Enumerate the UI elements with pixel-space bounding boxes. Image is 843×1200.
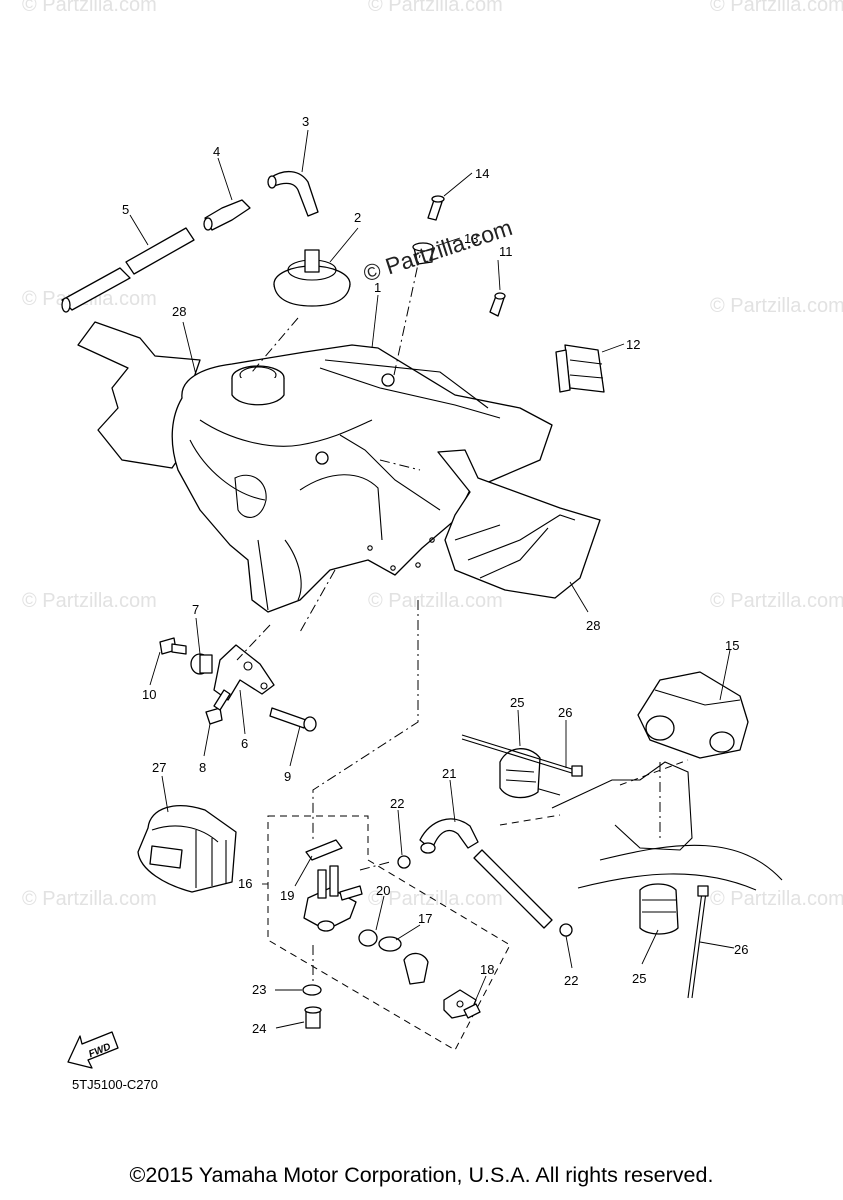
callout-20: 20 (376, 883, 390, 898)
callout-17: 17 (418, 911, 432, 926)
watermark: © Partzilla.com (710, 0, 843, 16)
callout-14: 14 (475, 166, 489, 181)
callout-15: 15 (725, 638, 739, 653)
callout-27: 27 (152, 760, 166, 775)
watermark: © Partzilla.com (368, 0, 503, 16)
fuel-cock-body (303, 865, 363, 932)
watermark: © Partzilla.com (368, 888, 503, 910)
cable-tie-26-upper (461, 734, 583, 777)
fuel-hose-21 (419, 818, 553, 929)
callout-25-upper: 25 (510, 695, 524, 710)
lever-20 (358, 929, 378, 947)
band-25-lower (639, 883, 679, 935)
callout-18: 18 (480, 962, 494, 977)
watermark: © Partzilla.com (22, 590, 157, 612)
callout-28-right: 28 (586, 618, 600, 633)
watermark: © Partzilla.com (22, 888, 157, 910)
callout-22-upper: 22 (390, 796, 404, 811)
screw-11 (489, 292, 506, 317)
watermark: © Partzilla.com (22, 0, 157, 16)
breather-hose (267, 171, 319, 217)
cable-tie-26-lower (687, 885, 709, 999)
callout-labels: 1 2 3 4 5 6 7 8 9 10 11 12 13 14 15 16 1… (122, 114, 748, 1036)
callout-7: 7 (192, 602, 199, 617)
bolt-24 (304, 1006, 322, 1029)
callout-23: 23 (252, 982, 266, 997)
leader-lines (129, 129, 735, 1029)
callout-21: 21 (442, 766, 456, 781)
guide-15 (637, 671, 749, 759)
watermark: © Partzilla.com (710, 295, 843, 317)
watermark: © Partzilla.com (710, 590, 843, 612)
callout-6: 6 (241, 736, 248, 751)
watermark: © Partzilla.com (368, 590, 503, 612)
bracket-6 (213, 644, 275, 701)
copyright-notice: ©2015 Yamaha Motor Corporation, U.S.A. A… (129, 1163, 714, 1187)
callout-26-lower: 26 (734, 942, 748, 957)
callout-4: 4 (213, 144, 220, 159)
protector-27 (137, 805, 237, 893)
tank-cap (273, 249, 351, 307)
hose (61, 227, 195, 313)
damper-7 (190, 653, 213, 675)
callout-5: 5 (122, 202, 129, 217)
callout-22-lower: 22 (564, 973, 578, 988)
watermark: © Partzilla.com (710, 888, 843, 910)
clamp-22-upper (397, 855, 411, 869)
callout-26-upper: 26 (558, 705, 572, 720)
callout-1: 1 (374, 280, 381, 295)
callout-16: 16 (238, 876, 252, 891)
hose-joint (203, 199, 251, 231)
callout-11: 11 (499, 244, 513, 259)
callout-9: 9 (284, 769, 291, 784)
callout-8: 8 (199, 760, 206, 775)
diagram-code: 5TJ5100-C270 (72, 1077, 158, 1092)
band-25-upper (499, 748, 541, 799)
knob (403, 952, 429, 985)
bushing-13 (412, 242, 434, 265)
callout-12: 12 (626, 337, 640, 352)
gasket-19 (305, 839, 343, 861)
tank-cover-right (437, 449, 601, 599)
bolt-9 (269, 707, 317, 732)
bolt-8 (205, 689, 231, 725)
fwd-arrow-icon: FWD (67, 1031, 119, 1069)
callout-2: 2 (354, 210, 361, 225)
callout-10: 10 (142, 687, 156, 702)
callout-24: 24 (252, 1021, 266, 1036)
fuel-tank (171, 344, 553, 613)
callout-25-lower: 25 (632, 971, 646, 986)
screw-18 (463, 1003, 481, 1019)
bolt-10 (159, 637, 187, 655)
callout-13: 13 (464, 231, 478, 246)
callout-19: 19 (280, 888, 294, 903)
clip-12 (555, 344, 605, 393)
o-ring-17 (378, 936, 402, 952)
screw-14 (427, 195, 445, 221)
frame-tube (499, 759, 783, 891)
washer-23 (302, 984, 322, 996)
callout-28-left: 28 (172, 304, 186, 319)
clamp-22-lower (559, 923, 573, 937)
callout-3: 3 (302, 114, 309, 129)
fuel-cock-assembly (267, 815, 511, 1051)
